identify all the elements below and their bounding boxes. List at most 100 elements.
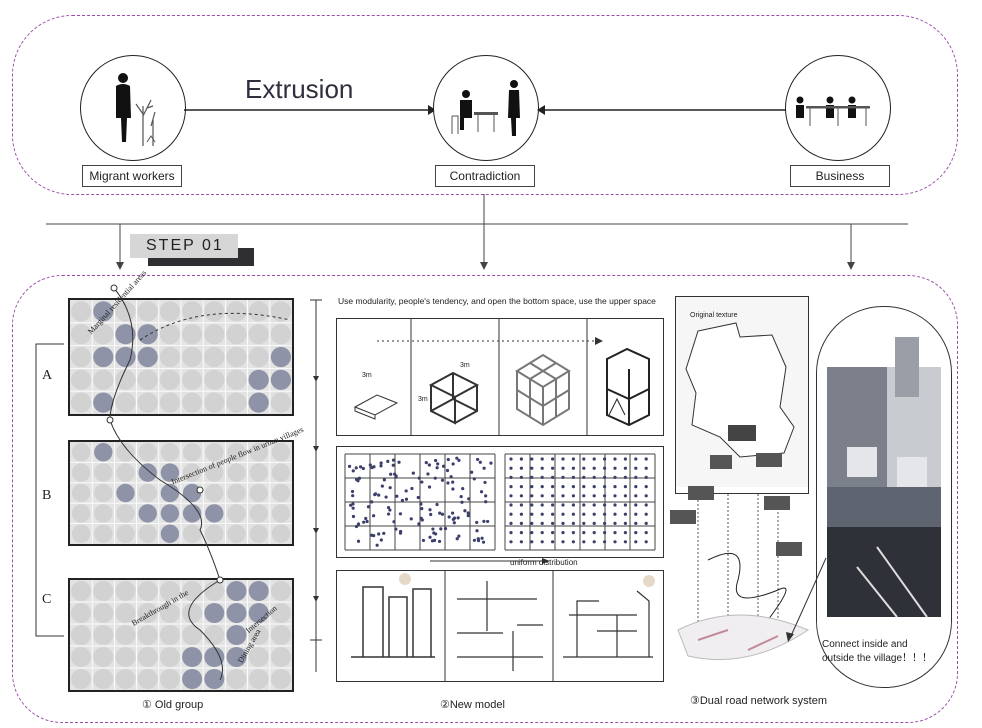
grid-cell-circle bbox=[159, 324, 180, 345]
distribution-dot bbox=[634, 521, 638, 525]
street-photo bbox=[827, 337, 941, 618]
grid-cell-circle bbox=[71, 504, 91, 523]
contradiction-label: Contradiction bbox=[435, 165, 535, 187]
distribution-dot bbox=[433, 476, 437, 480]
distribution-dot bbox=[540, 531, 544, 535]
grid-cell-circle bbox=[182, 669, 203, 689]
grid-cell-circle bbox=[204, 346, 225, 368]
distribution-dot bbox=[571, 503, 575, 507]
distribution-dot bbox=[372, 514, 376, 518]
grid-cell-circle bbox=[115, 301, 136, 322]
distribution-dot bbox=[351, 514, 356, 519]
distribution-dot bbox=[603, 485, 607, 489]
grid-cell-circle bbox=[249, 483, 268, 503]
distribution-dot bbox=[441, 464, 446, 468]
distribution-dot bbox=[613, 521, 617, 525]
grid-cell-circle bbox=[93, 669, 114, 689]
distribution-dot bbox=[540, 503, 544, 507]
grid-cell-circle bbox=[116, 443, 135, 462]
distribution-dot bbox=[623, 494, 627, 498]
distribution-dot bbox=[509, 540, 513, 544]
grid-c bbox=[68, 578, 294, 692]
people-at-table-icon bbox=[451, 80, 520, 136]
grid-cell-circle bbox=[248, 625, 269, 645]
grid-cell-circle bbox=[93, 647, 114, 667]
grid-cell-circle bbox=[205, 524, 224, 543]
distribution-dot bbox=[389, 472, 393, 476]
grid-cell-circle bbox=[227, 463, 246, 482]
distribution-dot bbox=[509, 475, 513, 479]
grid-cell-circle bbox=[270, 346, 291, 368]
grid-cell-circle bbox=[137, 647, 158, 667]
distribution-dot bbox=[561, 457, 565, 461]
grid-cell-circle bbox=[182, 369, 203, 390]
distribution-dot bbox=[459, 494, 463, 499]
distribution-dot bbox=[466, 513, 470, 518]
letter-b: B bbox=[42, 488, 52, 503]
grid-cell-circle bbox=[204, 369, 225, 390]
distribution-dot bbox=[582, 466, 586, 470]
grid-cell-circle bbox=[138, 483, 157, 503]
road-network-projection bbox=[670, 486, 810, 661]
diners-icon bbox=[796, 96, 870, 126]
grid-cell-circle bbox=[71, 463, 91, 482]
grid-cell-circle bbox=[159, 669, 180, 689]
grid-cell-circle bbox=[115, 647, 136, 667]
grid-cell-circle bbox=[71, 647, 92, 667]
distribution-dot bbox=[428, 535, 432, 539]
distribution-dot bbox=[421, 538, 426, 543]
grid-cell-circle bbox=[93, 346, 114, 368]
distribution-dot bbox=[551, 457, 555, 461]
grid-cell-circle bbox=[204, 647, 225, 667]
distribution-dot bbox=[571, 466, 575, 470]
distribution-dot bbox=[603, 457, 607, 461]
distribution-dot bbox=[623, 475, 627, 479]
distribution-dot bbox=[551, 485, 555, 489]
distribution-dot bbox=[435, 502, 439, 507]
distribution-dot bbox=[452, 521, 456, 525]
grid-cell-circle bbox=[115, 324, 136, 345]
grid-cell-circle bbox=[248, 603, 269, 623]
section-arrows bbox=[310, 299, 322, 672]
grid-cell-circle bbox=[249, 443, 268, 462]
grid-cell-circle bbox=[182, 603, 203, 623]
distribution-dot bbox=[551, 521, 555, 525]
distribution-dot bbox=[634, 531, 638, 535]
distribution-dot bbox=[370, 500, 374, 504]
distribution-dot bbox=[482, 466, 486, 470]
distribution-dot bbox=[466, 511, 470, 515]
distribution-dot bbox=[582, 540, 586, 544]
distribution-dot bbox=[394, 527, 398, 531]
grid-cell-circle bbox=[93, 581, 114, 601]
distribution-dot bbox=[582, 475, 586, 479]
distribution-dot bbox=[394, 474, 398, 478]
people-flow-path bbox=[106, 284, 291, 681]
distribution-dot bbox=[380, 484, 384, 488]
distribution-dot bbox=[530, 512, 534, 516]
distribution-dot bbox=[592, 485, 596, 489]
modular-construction-panel bbox=[336, 318, 664, 436]
distribution-dot bbox=[540, 494, 544, 498]
grid-cell-circle bbox=[159, 392, 180, 413]
distribution-dot bbox=[447, 515, 451, 519]
distribution-dot bbox=[357, 476, 362, 480]
grid-cell-circle bbox=[71, 301, 92, 322]
distribution-dot bbox=[634, 485, 638, 489]
distribution-dot bbox=[519, 521, 523, 525]
distribution-dot bbox=[613, 485, 617, 489]
grid-cell-circle bbox=[226, 603, 247, 623]
distribution-dot bbox=[388, 508, 392, 512]
distribution-dot bbox=[354, 477, 359, 482]
distribution-dot bbox=[519, 494, 523, 498]
grid-cell-circle bbox=[93, 603, 114, 623]
distribution-dot bbox=[509, 494, 513, 498]
distribution-dot bbox=[386, 512, 391, 516]
grid-cell-circle bbox=[159, 301, 180, 322]
distribution-dot bbox=[419, 516, 423, 520]
grid-cell-circle bbox=[226, 369, 247, 390]
grid-cell-circle bbox=[71, 392, 92, 413]
distribution-dot bbox=[644, 475, 648, 479]
distribution-dot bbox=[350, 489, 355, 494]
migrant-worker-figure-icon bbox=[116, 73, 156, 146]
arrow-business-to-contradiction bbox=[537, 105, 787, 115]
